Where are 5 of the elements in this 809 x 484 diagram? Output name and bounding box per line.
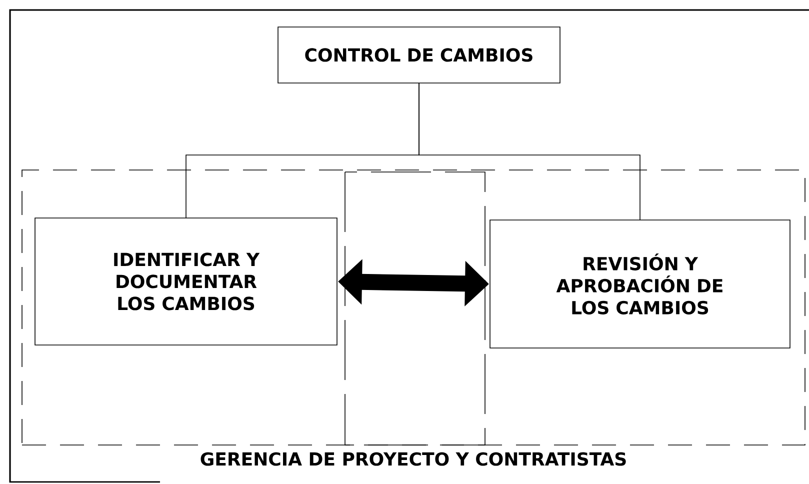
process-box: REVISIÓN Y APROBACIÓN DE LOS CAMBIOS	[490, 220, 790, 348]
node-label: GERENCIA DE PROYECTO Y CONTRATISTAS	[200, 452, 626, 466]
process-box: IDENTIFICAR Y DOCUMENTAR LOS CAMBIOS	[34, 218, 338, 346]
process-box: CONTROL DE CAMBIOS	[278, 26, 560, 84]
connector-line	[418, 82, 640, 220]
